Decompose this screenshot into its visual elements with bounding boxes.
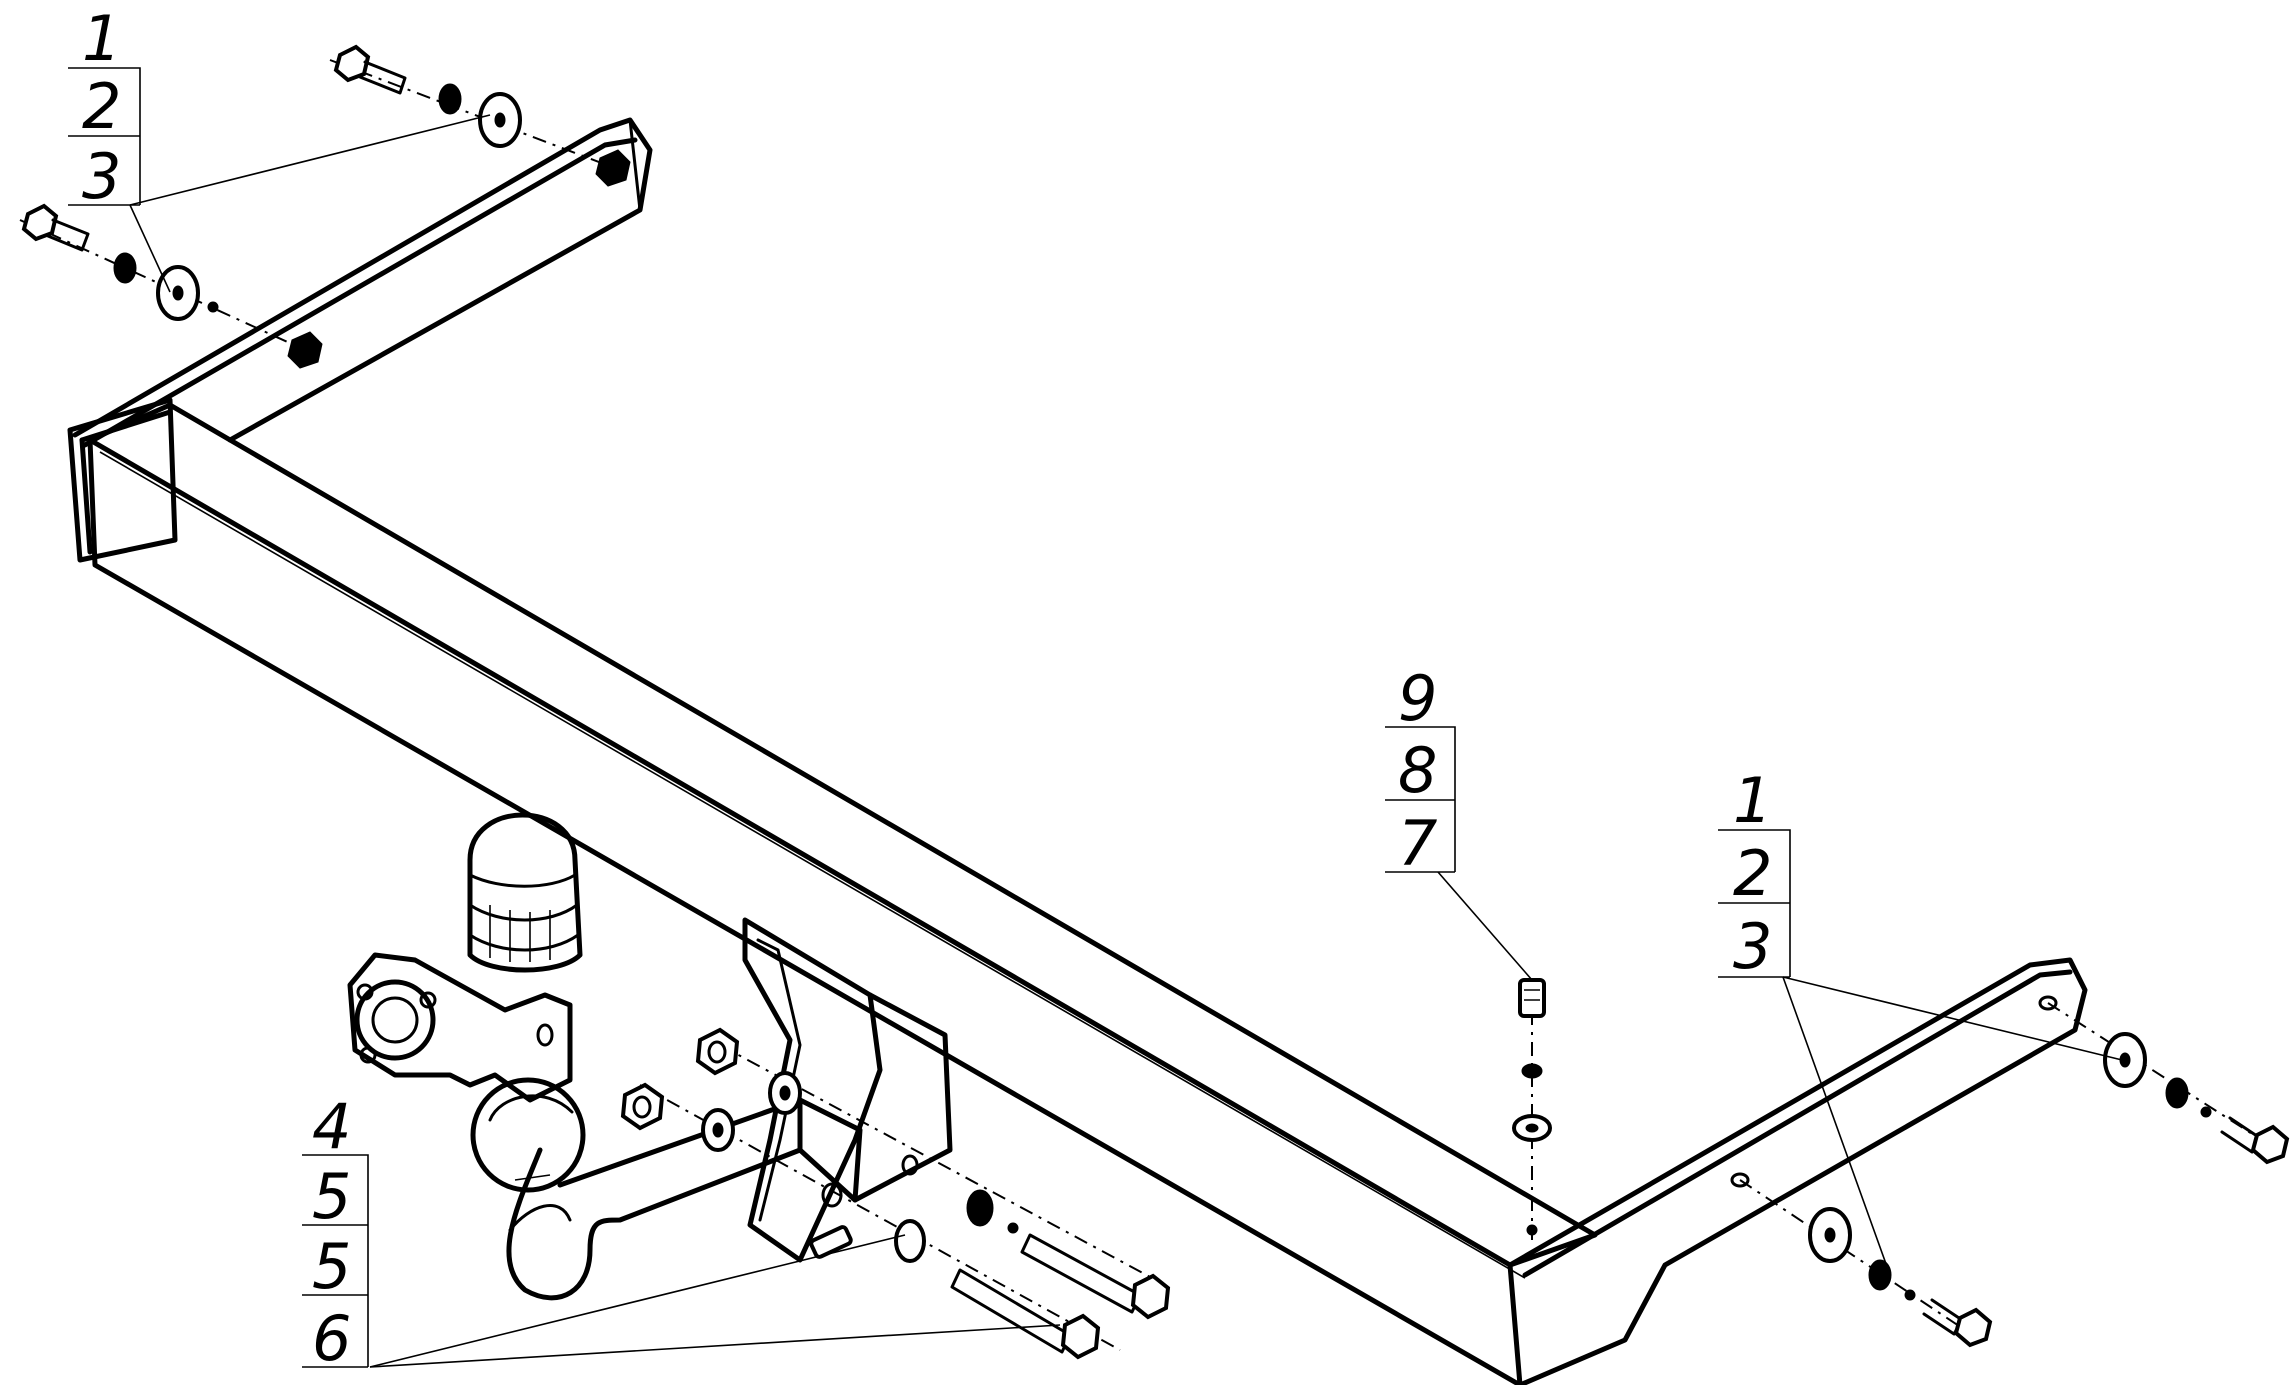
- callout-label: 1: [1733, 764, 1772, 837]
- callout-label: 6: [312, 1302, 351, 1375]
- callout-label: 2: [1733, 837, 1772, 910]
- callout-label: 1: [82, 2, 121, 75]
- mount-nut-1: [620, 1082, 665, 1131]
- callout-label: 2: [82, 70, 121, 143]
- callout-label: 3: [82, 140, 121, 213]
- right-flat-washer-lower: [1808, 1207, 1852, 1263]
- mount-washer-1: [701, 1108, 735, 1152]
- mount-washer-2: [768, 1071, 802, 1115]
- callout-label: 5: [312, 1230, 351, 1303]
- mount-nut-2: [695, 1027, 740, 1076]
- top-left-bolt-upper: [333, 44, 407, 95]
- callout-top-left: 1 2 3: [68, 2, 141, 213]
- top-left-spring-washer-upper: [438, 83, 462, 115]
- mount-spring-washer-1: [894, 1219, 926, 1263]
- top-left-flat-washer-lower: [156, 265, 200, 321]
- top-left-spring-washer-lower: [113, 252, 137, 284]
- right-spring-washer-lower: [1868, 1259, 1892, 1291]
- ball-cap: [467, 812, 583, 973]
- center-flat-washer: [1512, 1114, 1552, 1142]
- right-fasteners: [1739, 1002, 2290, 1348]
- callout-label: 4: [312, 1090, 351, 1163]
- socket-bracket: [347, 952, 573, 1103]
- center-bolt: [1518, 978, 1546, 1018]
- callout-center: 9 8 7: [1385, 662, 1456, 880]
- leader-lines: [129, 114, 2123, 1368]
- right-bolt-lower: [1922, 1298, 1993, 1348]
- right-flat-washer-upper: [2103, 1032, 2147, 1088]
- callout-label: 8: [1398, 734, 1437, 807]
- top-left-fasteners: [19, 44, 621, 351]
- top-left-flat-washer-upper: [478, 92, 522, 148]
- callout-label: 7: [1398, 807, 1437, 880]
- mount-bolt-2: [1020, 1233, 1171, 1320]
- callout-label: 9: [1398, 662, 1437, 735]
- right-side-bracket: [1507, 957, 2088, 1385]
- center-fastener-stack: [1512, 978, 1552, 1240]
- right-bolt-upper: [2220, 1116, 2290, 1165]
- top-left-bolt-lower: [21, 203, 90, 252]
- ball-mount-plate: [742, 917, 953, 1263]
- callout-label: 5: [312, 1160, 351, 1233]
- right-spring-washer-upper: [2165, 1077, 2189, 1109]
- center-spring-washer: [1521, 1063, 1543, 1079]
- tow-ball-neck: [506, 1097, 863, 1301]
- mount-bolt-1: [950, 1268, 1101, 1360]
- mount-spring-washer-2: [966, 1189, 994, 1227]
- callout-label: 3: [1733, 910, 1772, 983]
- ball-mount-fasteners: [620, 1027, 1171, 1360]
- callout-right: 1 2 3: [1718, 764, 1791, 983]
- callout-bottom-left: 4 5 5 6: [302, 1090, 369, 1375]
